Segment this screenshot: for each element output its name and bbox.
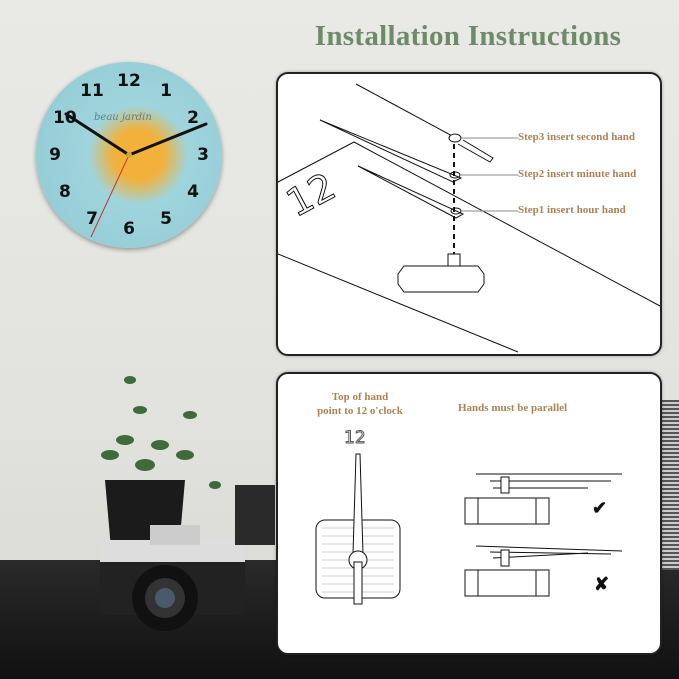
clock-numeral: 9 xyxy=(49,145,61,165)
left-heading-line1: Top of hand xyxy=(331,391,389,403)
clock-numeral: 1 xyxy=(160,80,172,101)
cross-icon: ✘ xyxy=(594,574,610,595)
parallel-correct-diagram xyxy=(464,473,622,525)
book-stack xyxy=(235,485,275,545)
diagram-number-12: 12 xyxy=(279,164,342,226)
check-icon: ✔ xyxy=(592,498,608,519)
clock-numeral: 5 xyxy=(160,209,172,230)
page-title: Installation Instructions xyxy=(314,20,622,52)
clock-numeral: 12 xyxy=(117,71,141,91)
clock-numeral: 10 xyxy=(53,108,77,128)
clock-numeral: 2 xyxy=(187,108,199,128)
parallel-wrong-diagram xyxy=(464,545,623,597)
step2-label: Step2 insert minute hand xyxy=(518,168,637,180)
clock-numeral: 3 xyxy=(197,145,209,165)
left-heading-line2: point to 12 o'clock xyxy=(317,405,403,417)
step-diagram-panel: 12 Step3 insert second hand Step2 insert… xyxy=(276,72,662,356)
step1-label: Step1 insert hour hand xyxy=(518,204,626,216)
alignment-diagram xyxy=(315,453,623,605)
background-object xyxy=(660,400,679,570)
potted-plant xyxy=(101,376,221,560)
dial-number-12: 12 xyxy=(344,428,367,449)
clock-numeral: 7 xyxy=(86,209,98,230)
clock-numeral: 11 xyxy=(80,80,104,101)
right-heading: Hands must be parallel xyxy=(458,402,568,414)
clock-numeral: 4 xyxy=(187,182,199,202)
alignment-panel: Top of hand point to 12 o'clock Hands mu… xyxy=(276,372,662,655)
clock-hands xyxy=(64,112,208,238)
step3-label: Step3 insert second hand xyxy=(518,131,636,143)
clock-face-text: beau jardin xyxy=(94,112,152,123)
hand-installation-diagram: 12 xyxy=(278,83,660,353)
clock-numeral: 8 xyxy=(58,182,71,202)
clock-numeral: 6 xyxy=(123,219,135,239)
